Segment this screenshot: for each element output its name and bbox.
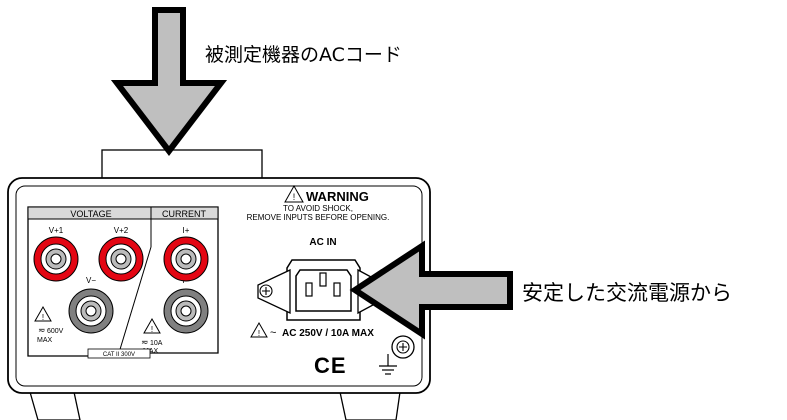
ac-dc-symbol: ≂ xyxy=(38,325,46,335)
callout-top: 被測定機器のACコード xyxy=(205,44,402,66)
device-feet xyxy=(29,391,401,420)
input-terminal-panel: VOLTAGE CURRENT V+1 V+2 V− I+ I− xyxy=(27,206,219,359)
ground-screw xyxy=(391,335,415,359)
voltage-max-rating: 600V xyxy=(47,328,64,335)
cat-rating: CAT II 300V xyxy=(103,352,135,358)
svg-text:!: ! xyxy=(258,329,260,338)
warning-line-2: REMOVE INPUTS BEFORE OPENING. xyxy=(247,213,390,222)
current-max-label: MAX xyxy=(143,348,159,355)
ac-rating: AC 250V / 10A MAX xyxy=(282,328,374,339)
warning-line-1: TO AVOID SHOCK, xyxy=(283,204,353,213)
voltage-header: VOLTAGE xyxy=(70,209,111,219)
ac-rating-warning-icon: ! xyxy=(250,321,268,338)
v1-label: V+1 xyxy=(49,226,64,235)
ac-symbol: ~ xyxy=(270,327,276,339)
callout-right: 安定した交流電源から xyxy=(522,281,732,305)
svg-text:!: ! xyxy=(151,325,153,334)
ground-symbol xyxy=(379,354,397,375)
v2-label: V+2 xyxy=(114,226,129,235)
current-header: CURRENT xyxy=(162,209,207,219)
current-warning-icon: ! xyxy=(143,317,161,334)
current-max-rating: 10A xyxy=(150,340,163,347)
ce-mark: CE xyxy=(314,353,347,378)
svg-text:!: ! xyxy=(293,192,296,202)
ac-dc-symbol-current: ≂ xyxy=(141,337,149,347)
svg-text:!: ! xyxy=(42,313,44,322)
i-plus-terminal[interactable] xyxy=(163,236,209,282)
warning-icon: ! xyxy=(284,184,304,203)
voltage-max-label: MAX xyxy=(37,337,53,344)
i-minus-terminal[interactable] xyxy=(163,288,209,334)
voltage-warning-icon: ! xyxy=(34,305,52,322)
v-minus-terminal[interactable] xyxy=(68,288,114,334)
v-minus-label: V− xyxy=(86,276,96,285)
v1-terminal[interactable] xyxy=(33,236,79,282)
top-plug-housing xyxy=(101,149,263,181)
v2-terminal[interactable] xyxy=(98,236,144,282)
warning-notice: ! WARNING TO AVOID SHOCK, REMOVE INPUTS … xyxy=(247,184,390,222)
ac-in-label: AC IN xyxy=(309,237,336,248)
i-plus-label: I+ xyxy=(183,226,190,235)
left-arrow xyxy=(349,240,513,340)
warning-title: WARNING xyxy=(306,189,369,204)
down-arrow xyxy=(110,7,228,156)
